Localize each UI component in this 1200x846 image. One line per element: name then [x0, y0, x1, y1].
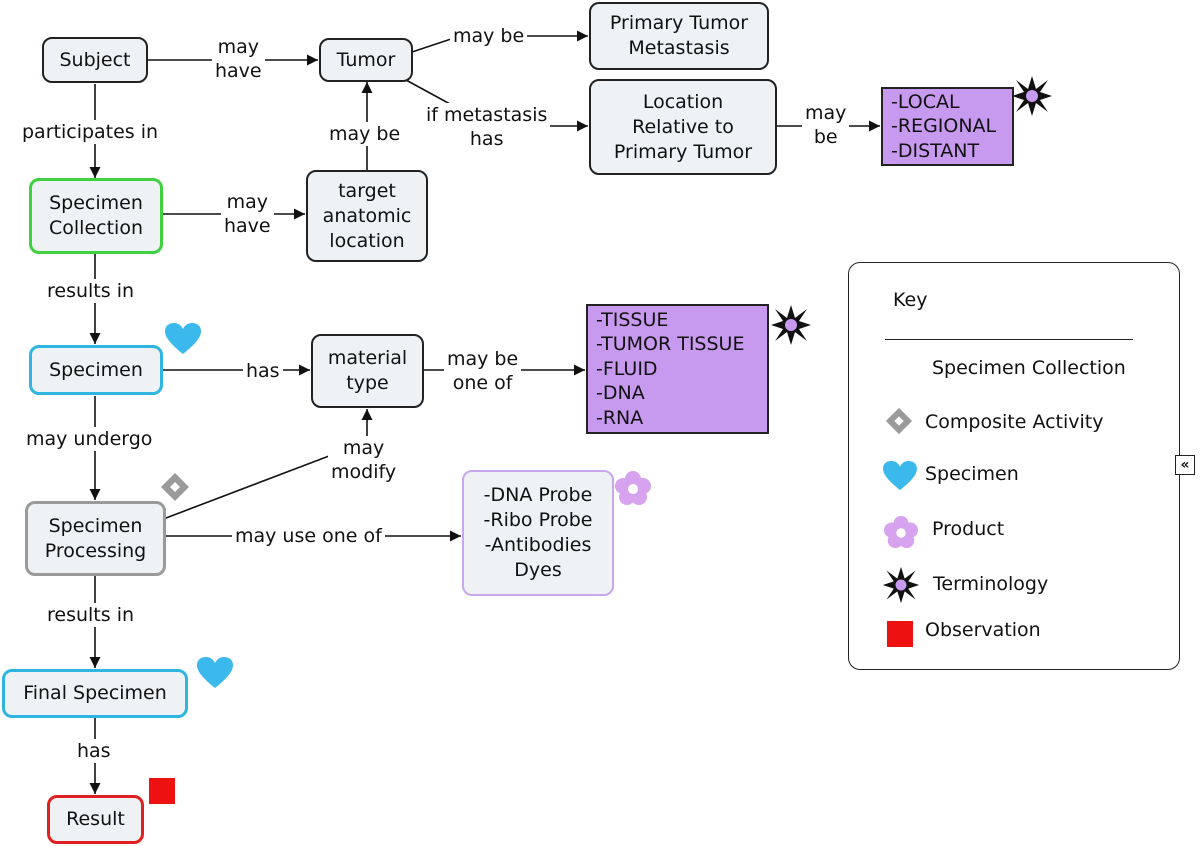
primary-tumor-line: Primary Tumor [609, 12, 749, 34]
legend-divider [885, 339, 1133, 340]
material-terminology-node[interactable]: -TISSUE -TUMOR TISSUE -FLUID -DNA -RNA [586, 304, 769, 434]
type-line: type [346, 372, 389, 394]
primary-tumor-metastasis-node[interactable]: Primary Tumor Metastasis [589, 2, 769, 70]
specimen-collection-line-2: Collection [49, 217, 143, 239]
legend-item-product: Product [932, 518, 1005, 540]
specimen-label: Specimen [49, 358, 143, 381]
starburst-icon [771, 305, 811, 345]
term-dna: -DNA [596, 382, 645, 405]
anatomic-line: anatomic [322, 204, 412, 227]
legend-item-terminology: Terminology [933, 573, 1049, 595]
product-dyes: Dyes [514, 559, 562, 581]
result-node[interactable]: Result [47, 795, 144, 844]
flower-icon [884, 515, 918, 549]
legend-title: Key [893, 289, 928, 311]
location-line: location [329, 229, 405, 252]
specimen-node[interactable]: Specimen [29, 345, 163, 395]
flower-icon [615, 471, 651, 505]
link-label-target-may-be: may be [326, 122, 404, 146]
link-label-results-in-1: results in [44, 279, 138, 303]
location-line-3: Primary Tumor [613, 140, 753, 163]
term-local: -LOCAL [891, 90, 960, 113]
target-line: target [338, 179, 396, 202]
legend-item-specimen: Specimen [925, 463, 1019, 485]
final-specimen-label: Final Specimen [23, 682, 167, 704]
link-label-may-be: may be [450, 24, 528, 48]
crescent-icon [887, 356, 901, 384]
diamond-icon [885, 407, 913, 435]
legend-item-observation: Observation [925, 619, 1041, 641]
term-distant: -DISTANT [891, 139, 980, 162]
starburst-icon [1012, 76, 1052, 116]
link-label-may-undergo: may undergo [23, 427, 156, 451]
product-dna-probe: -DNA Probe [483, 484, 593, 506]
collapse-panel-button[interactable]: « [1175, 455, 1195, 475]
legend-item-specimen-collection: Specimen Collection [932, 357, 1126, 379]
link-label-participates-in: participates in [19, 120, 162, 144]
specimen-collection-node[interactable]: Specimen Collection [29, 178, 163, 254]
subject-label: Subject [59, 48, 131, 71]
products-node[interactable]: -DNA Probe -Ribo Probe -Antibodies Dyes [462, 470, 614, 596]
diamond-icon [161, 473, 189, 501]
term-rna: -RNA [596, 406, 644, 429]
link-label-final-has: has [74, 739, 114, 763]
term-regional: -REGIONAL [891, 115, 997, 138]
term-tissue: -TISSUE [596, 308, 669, 331]
link-label-may-use-one-of: may use one of [232, 524, 385, 548]
material-type-node[interactable]: material type [311, 334, 424, 408]
location-line-2: Relative to [632, 115, 734, 138]
tumor-label: Tumor [336, 48, 396, 71]
product-ribo-probe: -Ribo Probe [483, 509, 593, 531]
square-icon [887, 621, 913, 647]
legend-item-composite-activity: Composite Activity [925, 411, 1104, 433]
target-anatomic-location-node[interactable]: target anatomic location [306, 170, 428, 262]
specimen-collection-line-1: Specimen [49, 192, 143, 214]
material-line: material [327, 347, 408, 369]
result-label: Result [66, 808, 125, 830]
location-terminology-node[interactable]: -LOCAL -REGIONAL -DISTANT [881, 87, 1014, 166]
tumor-node[interactable]: Tumor [319, 38, 413, 82]
crescent-icon [188, 171, 202, 199]
location-line-1: Location [642, 90, 724, 113]
specimen-processing-node[interactable]: Specimen Processing [25, 501, 166, 576]
heart-icon [165, 323, 201, 354]
square-icon [149, 778, 175, 804]
metastasis-line: Metastasis [628, 37, 730, 59]
link-label-specimen-has: has [243, 359, 283, 383]
term-fluid: -FLUID [596, 357, 658, 380]
specimen-processing-line-1: Specimen [48, 514, 143, 537]
location-relative-node[interactable]: Location Relative to Primary Tumor [589, 79, 777, 175]
final-specimen-node[interactable]: Final Specimen [2, 669, 188, 718]
heart-icon [883, 460, 917, 491]
specimen-processing-line-2: Processing [44, 539, 147, 562]
subject-node[interactable]: Subject [42, 37, 148, 83]
heart-icon [197, 657, 233, 688]
legend-panel: Key Specimen Collection Composite Activi… [848, 262, 1180, 670]
starburst-icon [882, 566, 920, 604]
term-tumor-tissue: -TUMOR TISSUE [596, 333, 745, 356]
product-antibodies: -Antibodies [484, 534, 592, 556]
link-label-results-in-2: results in [44, 603, 138, 627]
